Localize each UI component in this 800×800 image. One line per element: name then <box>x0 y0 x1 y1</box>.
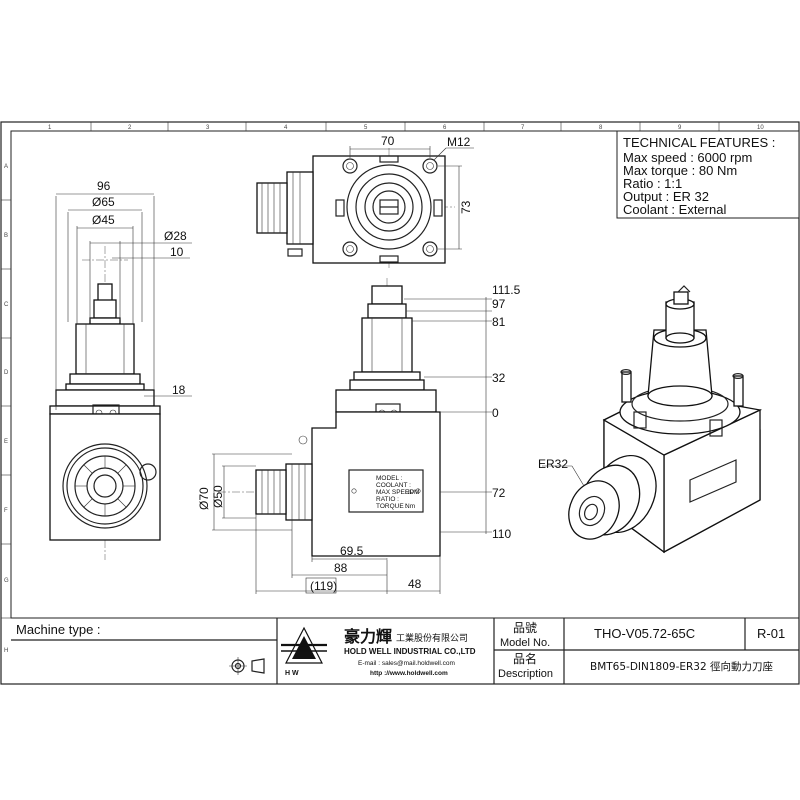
collet-slits <box>75 456 135 516</box>
title-block: Machine type : H W 豪力輝 工業股份有限公司 HOLD WEL… <box>11 618 799 684</box>
description-value: BMT65-DIN1809-ER32 徑向動力刀座 <box>590 660 773 673</box>
company-en-name: HOLD WELL INDUSTRIAL CO.,LTD <box>344 647 476 656</box>
zone-row-e: E <box>4 439 8 445</box>
dim-top-73: 73 <box>459 200 473 214</box>
dim-front-96: 96 <box>97 179 111 193</box>
feature-max-torque: Max torque : 80 Nm <box>623 163 737 178</box>
machine-type-label: Machine type : <box>16 622 101 637</box>
dim-front-65: Ø65 <box>92 195 115 209</box>
zone-row-a: A <box>4 164 8 170</box>
side-view: MODEL : COOLANT : MAX SPEED : RPM RATIO … <box>197 278 521 594</box>
revision-value: R-01 <box>757 626 785 641</box>
logo-letters: H W <box>285 670 299 677</box>
nameplate-ratio-label: RATIO : <box>376 496 399 503</box>
zone-col-5: 5 <box>364 125 368 131</box>
zone-col-7: 7 <box>521 125 525 131</box>
dim-side-111-5: 111.5 <box>492 283 521 297</box>
dim-side-110: 110 <box>492 527 511 541</box>
feature-max-speed: Max speed : 6000 rpm <box>623 150 752 165</box>
company-cn-suffix: 工業股份有限公司 <box>396 632 468 644</box>
zone-col-1: 1 <box>48 125 52 131</box>
zone-row-d: D <box>4 370 9 376</box>
dim-top-m12: M12 <box>447 135 471 149</box>
projection-symbol <box>229 657 265 675</box>
front-view: 96 Ø65 Ø45 Ø28 10 18 <box>49 179 192 560</box>
nameplate: MODEL : COOLANT : MAX SPEED : RPM RATIO … <box>348 469 424 513</box>
dim-front-28: Ø28 <box>164 229 187 243</box>
zone-row-h: H <box>4 648 8 654</box>
dim-side-d50: Ø50 <box>211 485 225 508</box>
feature-coolant: Coolant : External <box>623 202 726 217</box>
dim-front-10: 10 <box>170 245 184 259</box>
zone-grid: 1 2 3 4 5 6 7 8 9 10 A B C D E F G H <box>1 122 764 654</box>
zone-col-3: 3 <box>206 125 210 131</box>
nameplate-speed-unit: RPM <box>405 489 419 496</box>
model-number-value: THO-V05.72-65C <box>594 626 695 641</box>
zone-col-6: 6 <box>443 125 447 131</box>
description-label-cn: 品名 <box>513 651 537 666</box>
dim-front-45: Ø45 <box>92 213 115 227</box>
nameplate-speed-label: MAX SPEED : <box>376 489 418 496</box>
feature-ratio: Ratio : 1:1 <box>623 176 682 191</box>
dim-side-81: 81 <box>492 315 506 329</box>
zone-col-2: 2 <box>128 125 132 131</box>
zone-col-8: 8 <box>599 125 603 131</box>
dim-side-72: 72 <box>492 486 506 500</box>
dim-side-32: 32 <box>492 371 506 385</box>
description-label-en: Description <box>498 668 553 680</box>
iso-er32-label: ER32 <box>538 457 568 471</box>
zone-col-9: 9 <box>678 125 682 131</box>
dim-front-18: 18 <box>172 383 186 397</box>
dim-side-69-5: 69.5 <box>340 544 364 558</box>
dim-top-70: 70 <box>381 134 395 148</box>
nameplate-coolant-label: COOLANT : <box>376 482 411 489</box>
technical-features-heading: TECHNICAL FEATURES : <box>623 135 775 150</box>
model-label-cn: 品號 <box>513 621 537 635</box>
company-email: E-mail : sales@mail.holdwell.com <box>358 660 455 667</box>
dim-side-97: 97 <box>492 297 506 311</box>
dim-side-0: 0 <box>492 406 499 420</box>
company-logo: H W <box>281 626 327 677</box>
nameplate-torque-unit: Nm <box>405 503 415 510</box>
dim-side-88: 88 <box>334 561 348 575</box>
zone-row-g: G <box>4 578 9 584</box>
technical-features-box: TECHNICAL FEATURES : Max speed : 6000 rp… <box>616 130 800 219</box>
company-cn-name: 豪力輝 <box>344 627 392 646</box>
zone-col-10: 10 <box>757 125 764 131</box>
zone-row-b: B <box>4 233 8 239</box>
dim-side-d70: Ø70 <box>197 487 211 510</box>
nameplate-model-label: MODEL : <box>376 475 403 482</box>
dim-side-119: (119) <box>310 579 337 593</box>
company-website: http ://www.holdwell.com <box>370 670 448 677</box>
dim-side-48: 48 <box>408 577 422 591</box>
nameplate-torque-label: TORQUE : <box>376 503 407 510</box>
model-label-en: Model No. <box>500 637 550 649</box>
zone-row-c: C <box>4 302 9 308</box>
feature-output: Output : ER 32 <box>623 189 709 204</box>
top-view: 70 73 M12 <box>256 134 474 270</box>
isometric-view: ER32 <box>538 285 763 554</box>
zone-row-f: F <box>4 508 8 514</box>
zone-col-4: 4 <box>284 125 288 131</box>
